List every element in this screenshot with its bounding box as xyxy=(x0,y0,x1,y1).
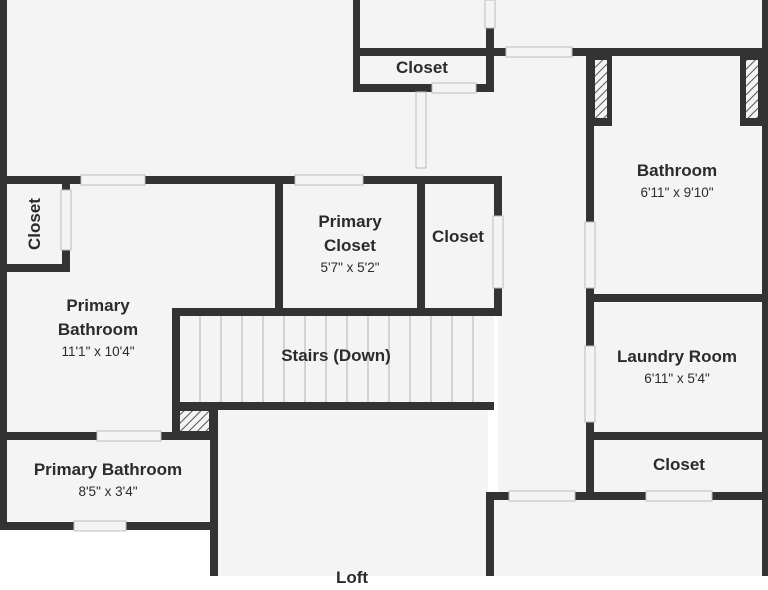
room-name: Primary Bathroom xyxy=(33,460,183,479)
room-label-closet-right: Closet xyxy=(653,453,705,477)
room-label-closet-mid: Closet xyxy=(432,225,484,249)
room-label-primary-bathroom: Primary Bathroom 11'1" x 10'4" xyxy=(58,294,138,362)
room-name: Stairs (Down) xyxy=(281,346,391,365)
room-dimensions: 6'11" x 5'4" xyxy=(644,371,710,386)
room-name: Closet xyxy=(653,455,705,474)
room-name: Closet xyxy=(432,227,484,246)
room-label-closet-left: Closet xyxy=(23,198,47,250)
room-label-closet-top: Closet xyxy=(396,56,448,80)
room-name: Bathroom xyxy=(636,161,718,180)
room-dimensions: 11'1" x 10'4" xyxy=(61,344,135,359)
room-name-line2: Closet xyxy=(324,236,376,255)
room-dimensions: 5'7" x 5'2" xyxy=(320,260,380,275)
room-name: Closet xyxy=(25,198,44,250)
room-floors xyxy=(6,0,762,576)
room-dimensions: 8'5" x 3'4" xyxy=(78,484,138,499)
room-name-line2: Bathroom xyxy=(57,320,139,339)
hatched-blocks xyxy=(176,56,762,434)
room-label-primary-bathroom-small: Primary Bathroom 8'5" x 3'4" xyxy=(34,458,182,502)
room-label-bathroom: Bathroom 6'11" x 9'10" xyxy=(637,159,717,203)
room-label-stairs: Stairs (Down) xyxy=(281,344,391,368)
room-label-primary-closet: Primary Closet 5'7" x 5'2" xyxy=(318,210,381,278)
room-label-loft: Loft xyxy=(336,566,368,590)
stairs-treads xyxy=(199,316,474,404)
room-name: Loft xyxy=(335,568,369,587)
openings xyxy=(60,0,713,532)
floor-plan xyxy=(0,0,768,576)
room-name: Closet xyxy=(396,58,448,77)
room-label-laundry: Laundry Room 6'11" x 5'4" xyxy=(617,345,737,389)
room-name: Laundry Room xyxy=(617,347,737,366)
room-name-line1: Primary xyxy=(66,296,130,315)
room-dimensions: 6'11" x 9'10" xyxy=(640,185,714,200)
room-name-line1: Primary xyxy=(318,212,382,231)
